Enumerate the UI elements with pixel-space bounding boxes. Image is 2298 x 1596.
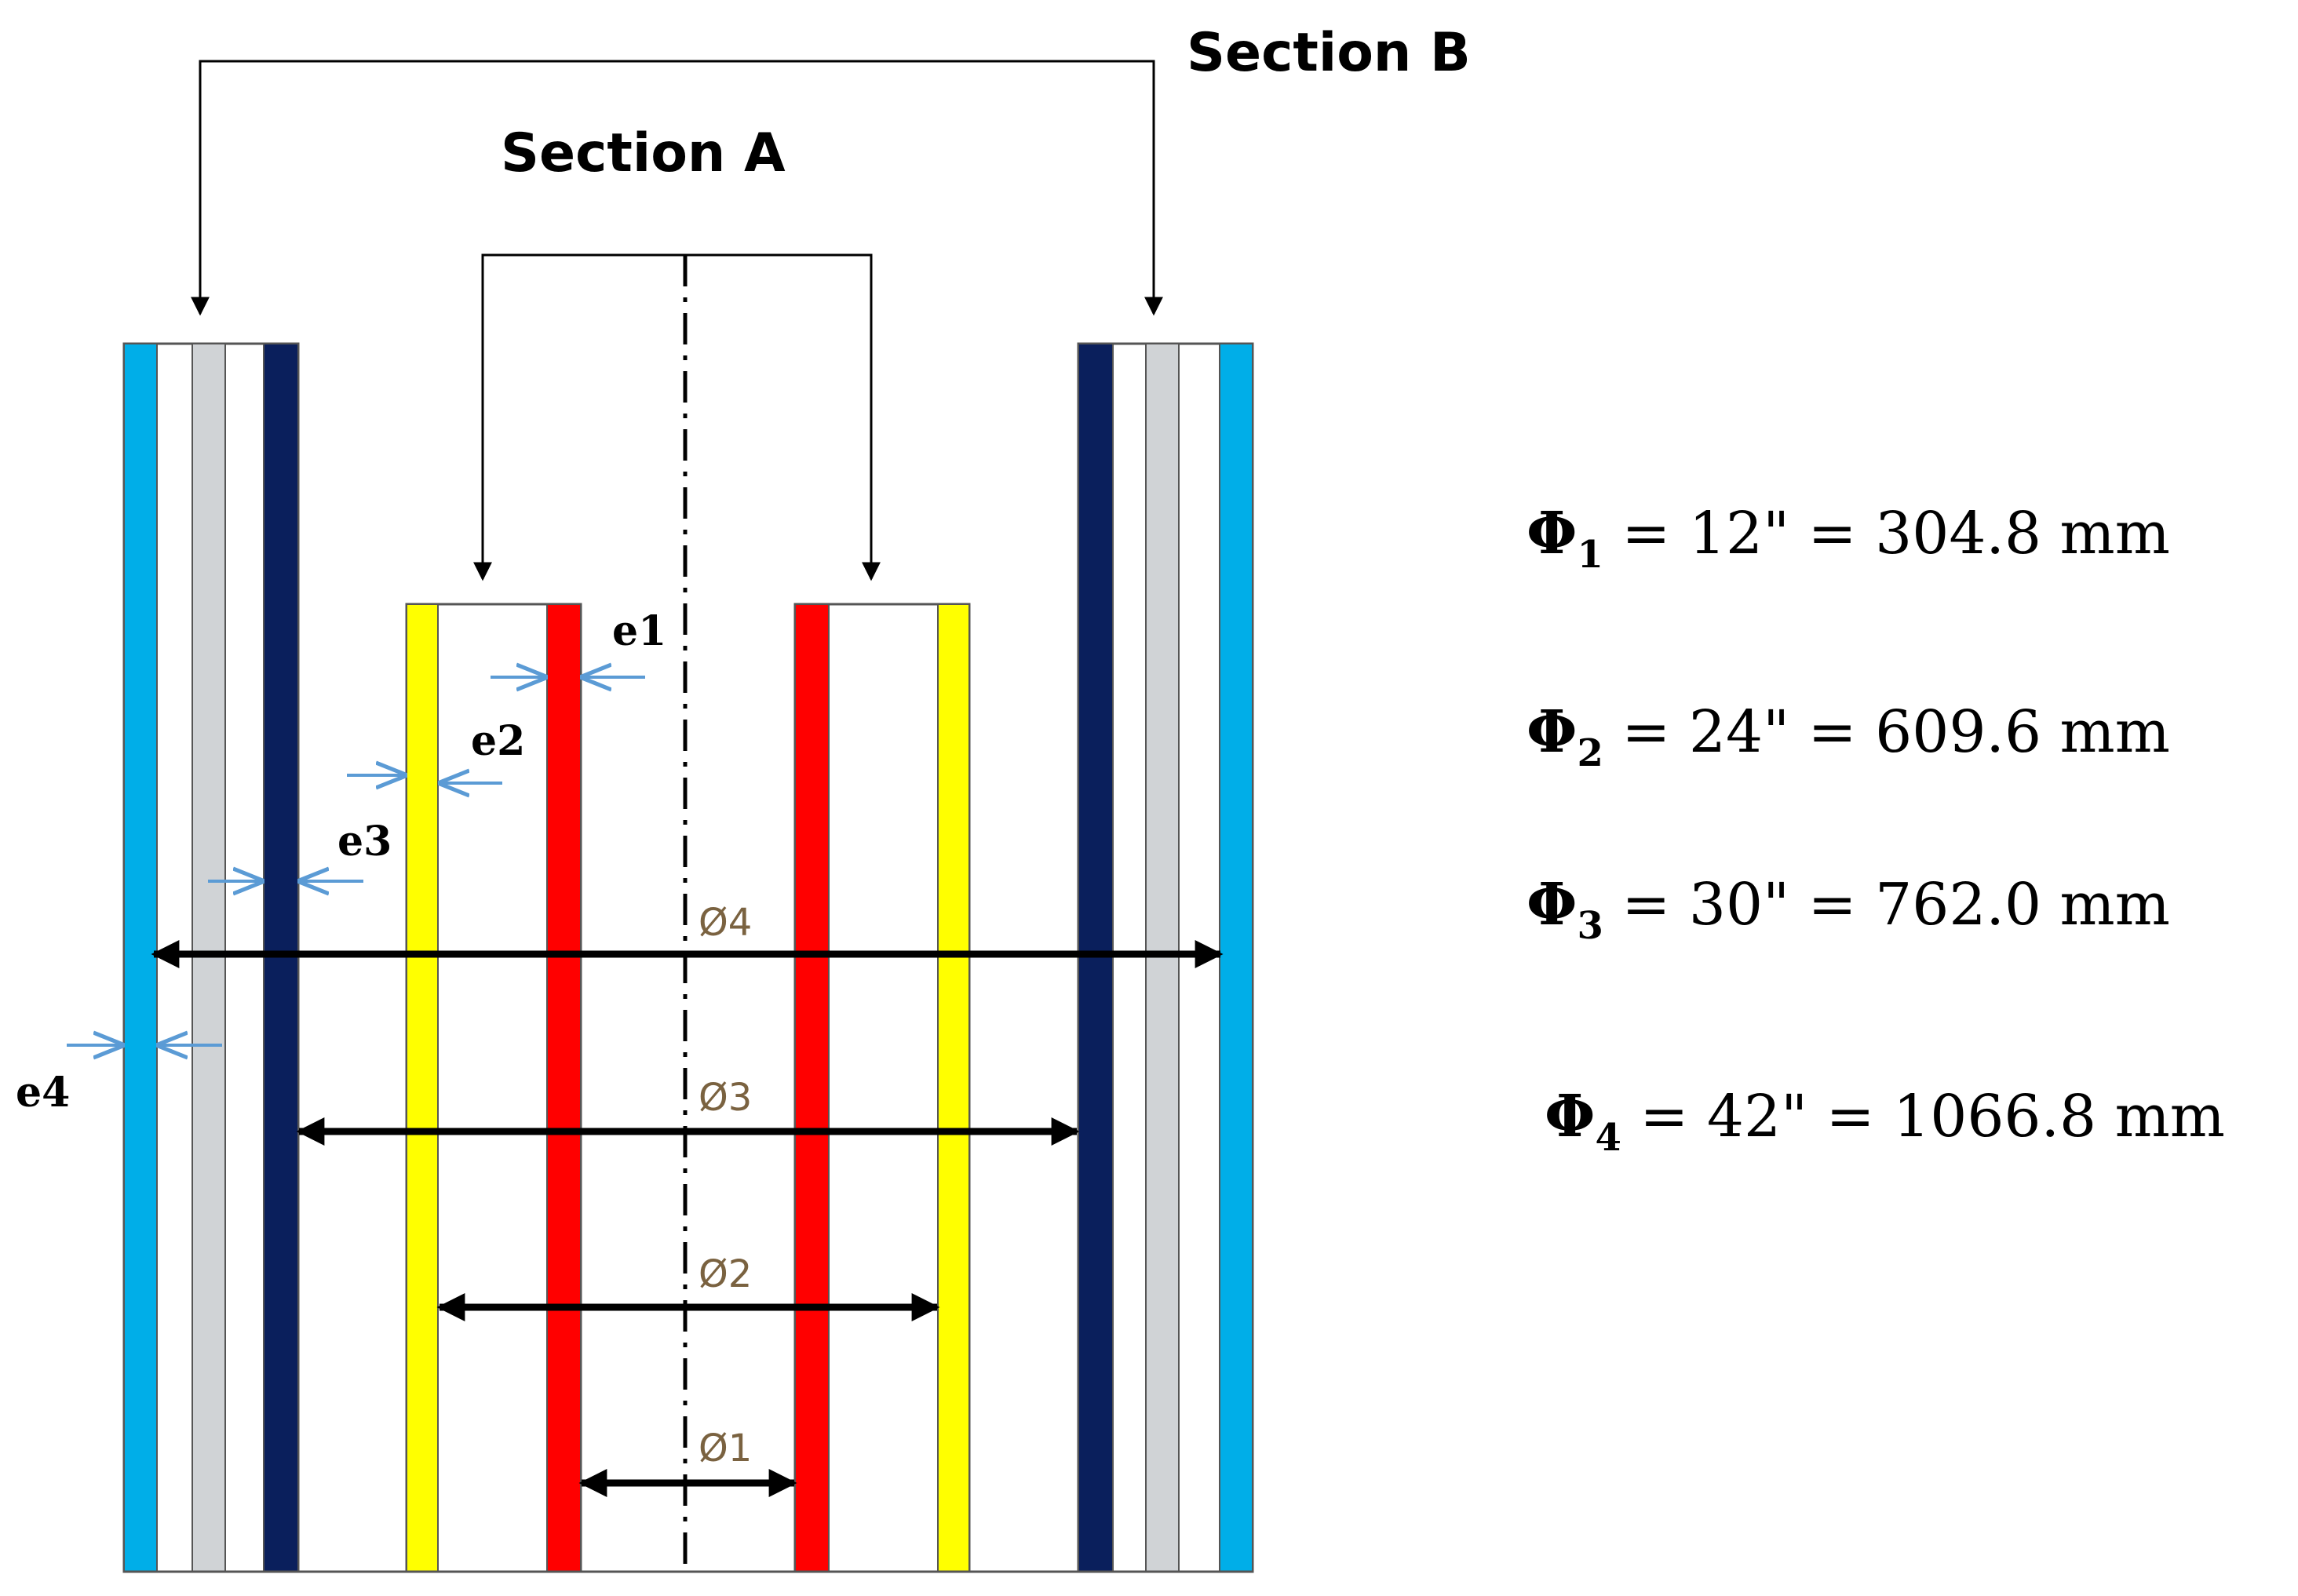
diameter-4-equation: Φ4 = 42" = 1066.8 mm [1545, 1083, 2225, 1160]
diameter-4-label: Ø4 [699, 901, 752, 945]
section-b-outer-layer-right [1219, 343, 1253, 1572]
section-a-outer-layer-right [937, 603, 970, 1572]
section-a-pipe-right [794, 603, 830, 1572]
thickness-e4-label: e4 [16, 1069, 70, 1117]
thickness-e2-arrows [347, 775, 502, 783]
diameter-2-equation: Φ2 = 24" = 609.6 mm [1527, 698, 2170, 775]
diameter-2-label: Ø2 [699, 1252, 752, 1296]
section-a-label: Section A [501, 122, 786, 184]
diameter-1-equation: Φ1 = 12" = 304.8 mm [1527, 500, 2170, 577]
section-b-label: Section B [1187, 22, 1471, 84]
diameter-legend: Φ1 = 12" = 304.8 mm Φ2 = 24" = 609.6 mm … [1527, 500, 2225, 1160]
section-a-bracket [473, 253, 881, 581]
section-a-pipe-left [546, 603, 582, 1572]
section-b-bracket [191, 60, 1163, 316]
diameter-3-label: Ø3 [699, 1076, 752, 1120]
thickness-e1-label: e1 [612, 607, 666, 655]
section-a-right-wall [793, 603, 971, 1573]
section-b-right-wall [1077, 342, 1254, 1573]
diameter-3-equation: Φ3 = 30" = 762.0 mm [1527, 871, 2170, 948]
thickness-e2-label: e2 [471, 717, 525, 765]
diameter-1-label: Ø1 [699, 1427, 752, 1470]
section-b-outer-layer-left [123, 343, 158, 1572]
thickness-e3-label: e3 [337, 818, 392, 865]
section-a-outer-layer-left [406, 603, 439, 1572]
